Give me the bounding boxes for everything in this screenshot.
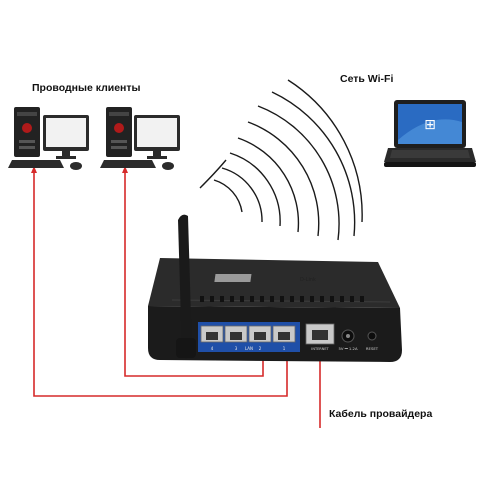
wired-clients-label: Проводные клиенты [32,82,141,94]
wifi-wave-icon [247,121,320,237]
mouse-icon [162,162,174,170]
port-number-2: 2 [259,346,262,351]
monitor-icon [43,115,89,159]
mouse-icon [70,162,82,170]
port-number-1: 1 [283,346,286,351]
pc-client-1 [8,107,89,170]
provider-cable-label: Кабель провайдера [329,408,433,420]
wifi-wave-icon [271,91,356,237]
port-number-3: 3 [235,346,238,351]
reset-button [367,331,377,341]
monitor-icon [134,115,180,159]
router-top [148,258,400,308]
wifi-wave-icon [237,137,300,233]
wifi-wave-icon [287,79,363,223]
svg-text:D-Link: D-Link [300,277,316,283]
keyboard-icon [100,160,156,168]
port-number-4: 4 [211,346,214,351]
laptop-icon: ⊞ [384,100,476,167]
wifi-wave-icon [199,159,227,189]
svg-text:5V ⎓ 1.2A: 5V ⎓ 1.2A [338,346,357,351]
antenna-icon [176,214,196,359]
svg-text:RESET: RESET [366,346,379,351]
wifi-wave-icon [221,167,263,223]
windows-logo-icon: ⊞ [424,117,436,133]
cable-client-1 [33,170,288,397]
keyboard-icon [8,160,64,168]
lan-ports [200,325,296,343]
wifi-wave-icon [213,179,243,213]
pc-client-2 [100,107,180,170]
wifi-wave-icon [257,105,340,241]
router-icon: D-Link 4 3 LAN 2 1 INTERNET [148,214,402,362]
svg-text:INTERNET: INTERNET [311,347,329,351]
wifi-wave-icon [229,152,281,227]
brand-plate [214,274,252,282]
wifi-waves [199,79,363,241]
wifi-network-label: Сеть Wi-Fi [340,73,394,85]
lan-label: LAN [245,346,253,351]
